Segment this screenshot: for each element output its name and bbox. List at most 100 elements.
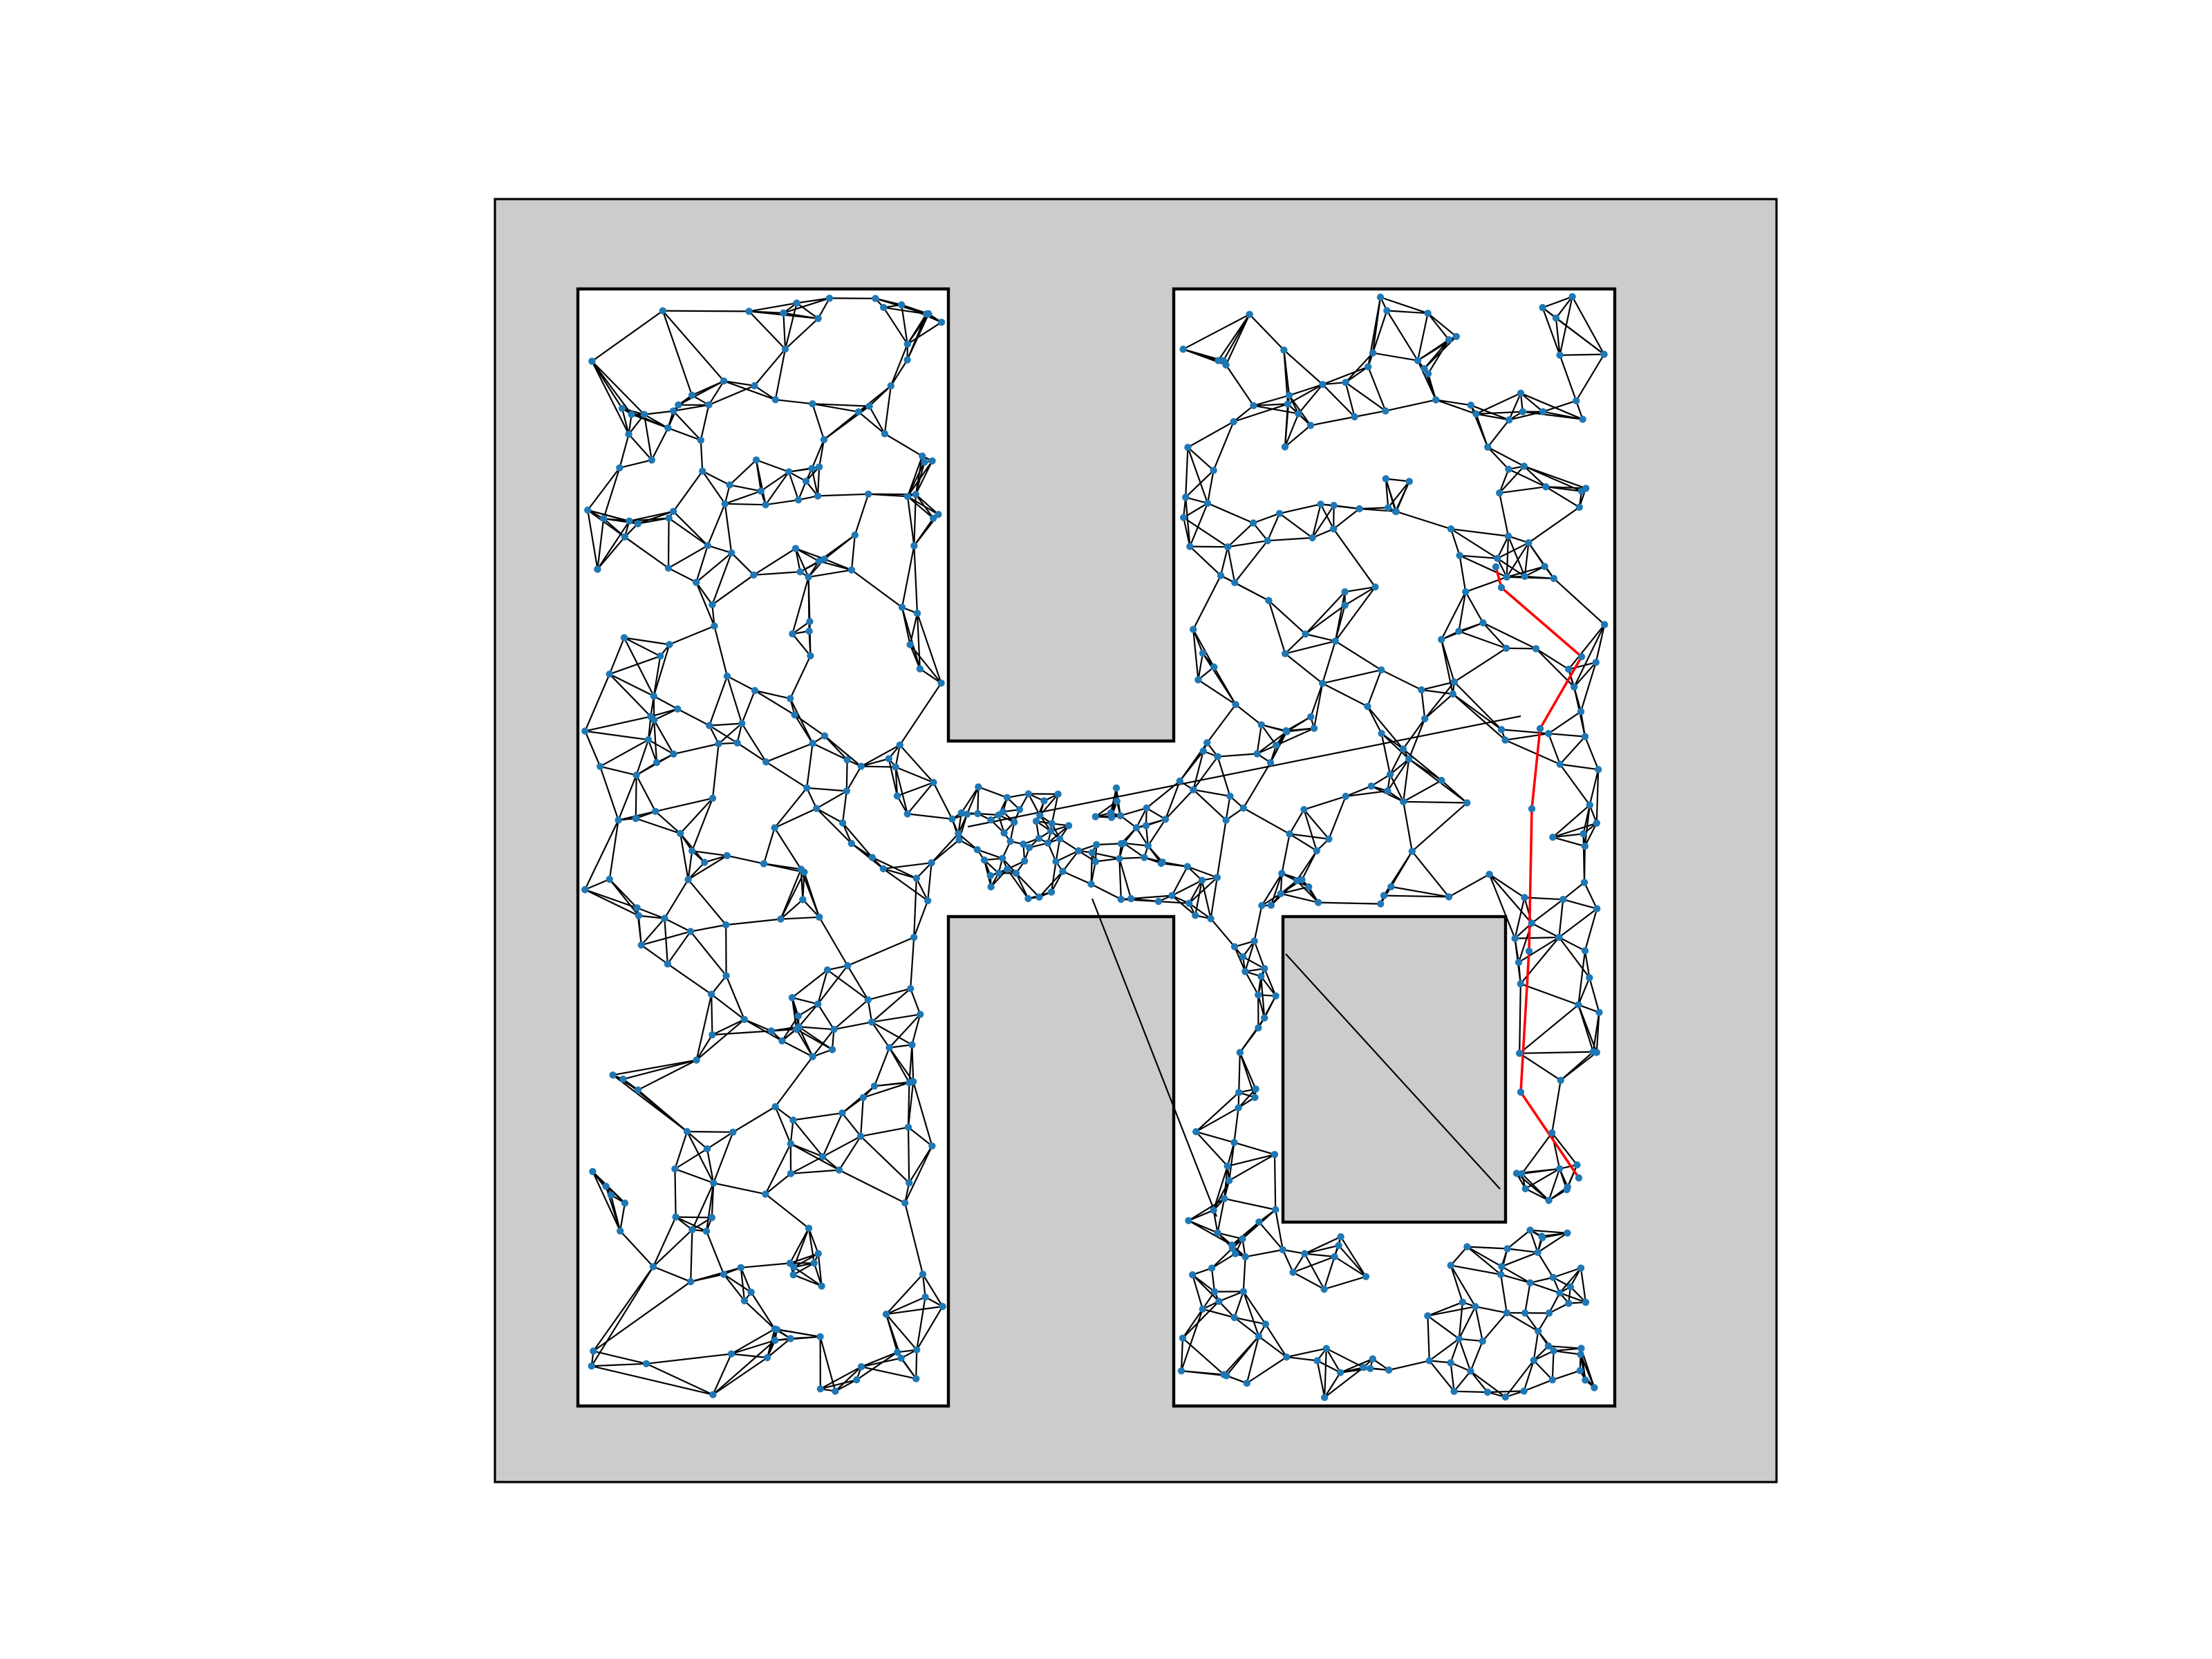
roadmap-edge: [1264, 968, 1277, 997]
roadmap-edge: [677, 380, 724, 406]
roadmap-node: [1342, 379, 1349, 386]
roadmap-node: [912, 1375, 920, 1382]
roadmap-node: [865, 490, 872, 498]
roadmap-node: [1117, 895, 1125, 903]
path-node: [1492, 563, 1500, 571]
roadmap-edge: [1427, 312, 1457, 337]
roadmap-node: [868, 854, 877, 861]
roadmap-node: [699, 467, 706, 475]
roadmap-edge: [637, 1059, 697, 1091]
roadmap-edge: [1284, 640, 1336, 655]
roadmap-edge: [591, 361, 630, 435]
roadmap-node: [805, 573, 812, 581]
roadmap-node: [648, 456, 655, 464]
roadmap-node: [892, 763, 899, 771]
roadmap-edge: [833, 999, 869, 1031]
path-node: [1525, 947, 1533, 955]
roadmap-edge: [1441, 591, 1467, 640]
roadmap-node: [1182, 494, 1190, 501]
roadmap-node: [647, 713, 655, 720]
roadmap-node: [1015, 806, 1024, 814]
roadmap-node: [723, 852, 731, 860]
roadmap-edge: [1588, 977, 1600, 1013]
roadmap-edge: [619, 1230, 654, 1268]
roadmap-edge: [1188, 1198, 1225, 1221]
roadmap-edge: [592, 1266, 654, 1352]
roadmap-node: [1600, 350, 1608, 358]
roadmap-edge: [871, 1021, 912, 1046]
roadmap-edge: [889, 1044, 912, 1049]
roadmap-node: [693, 579, 700, 586]
roadmap-node: [781, 345, 789, 353]
roadmap-node: [1367, 1365, 1374, 1373]
roadmap-edge: [1429, 1338, 1460, 1362]
roadmap-node: [791, 711, 798, 719]
roadmap-edge: [906, 782, 935, 815]
roadmap-edge: [1261, 873, 1283, 906]
roadmap-node: [1447, 525, 1455, 533]
roadmap-edge: [1595, 769, 1600, 823]
roadmap-node: [1593, 819, 1600, 827]
roadmap-node: [803, 784, 811, 792]
roadmap-edge: [695, 552, 732, 583]
roadmap-edge: [1499, 486, 1546, 494]
roadmap-node: [813, 805, 821, 812]
roadmap-node: [1065, 822, 1073, 830]
roadmap-node: [823, 966, 832, 974]
roadmap-node: [606, 875, 613, 883]
roadmap-node: [1249, 519, 1257, 527]
roadmap-node: [1580, 830, 1587, 838]
roadmap-edge: [647, 739, 658, 763]
roadmap-edge: [800, 560, 820, 573]
roadmap-edge: [1459, 630, 1507, 649]
roadmap-edge: [1136, 807, 1147, 828]
roadmap-edge: [1344, 382, 1387, 412]
roadmap-edge: [713, 1132, 734, 1183]
roadmap-edge: [1185, 497, 1191, 547]
roadmap-edge: [911, 1014, 921, 1045]
path-node: [1517, 1088, 1525, 1096]
roadmap-node: [1414, 357, 1422, 364]
roadmap-edge: [1402, 718, 1426, 750]
roadmap-edge: [861, 1351, 898, 1368]
roadmap-edge: [1403, 800, 1468, 804]
roadmap-edge: [608, 637, 626, 675]
roadmap-edge: [1372, 352, 1418, 362]
roadmap-edge: [1386, 310, 1418, 362]
roadmap-node: [1548, 1129, 1556, 1137]
roadmap-node: [898, 603, 906, 611]
roadmap-edge: [1340, 1236, 1367, 1277]
roadmap-node: [1586, 801, 1593, 809]
roadmap-node: [1239, 1235, 1246, 1243]
roadmap-edge: [1525, 1188, 1550, 1201]
roadmap-edge: [624, 637, 670, 646]
roadmap-node: [777, 915, 785, 923]
roadmap-edge: [816, 807, 843, 824]
roadmap-node: [1467, 402, 1474, 409]
roadmap-edge: [1573, 624, 1606, 688]
roadmap-edge: [653, 644, 671, 697]
roadmap-edge: [1335, 640, 1382, 671]
roadmap-edge: [641, 944, 668, 965]
roadmap-edge: [1187, 865, 1218, 879]
roadmap-node: [818, 1282, 825, 1290]
roadmap-node: [584, 506, 592, 514]
roadmap-node: [710, 1179, 718, 1187]
roadmap-edge: [1345, 790, 1388, 798]
roadmap-node: [808, 465, 816, 472]
roadmap-edge: [603, 467, 621, 519]
roadmap-node: [1526, 1226, 1534, 1234]
roadmap-node: [868, 1018, 876, 1026]
roadmap-node: [1199, 649, 1207, 657]
roadmap-edge: [1458, 1338, 1472, 1371]
roadmap-node: [688, 1226, 696, 1234]
roadmap-edge: [922, 1273, 944, 1307]
roadmap-edge: [1253, 905, 1263, 941]
roadmap-edge: [873, 1047, 890, 1087]
roadmap-edge: [932, 782, 953, 820]
roadmap-node: [1236, 1049, 1244, 1056]
roadmap-edge: [748, 310, 786, 350]
roadmap-node: [1498, 1263, 1506, 1271]
roadmap-edge: [1578, 1004, 1600, 1013]
roadmap-edge: [584, 889, 639, 917]
